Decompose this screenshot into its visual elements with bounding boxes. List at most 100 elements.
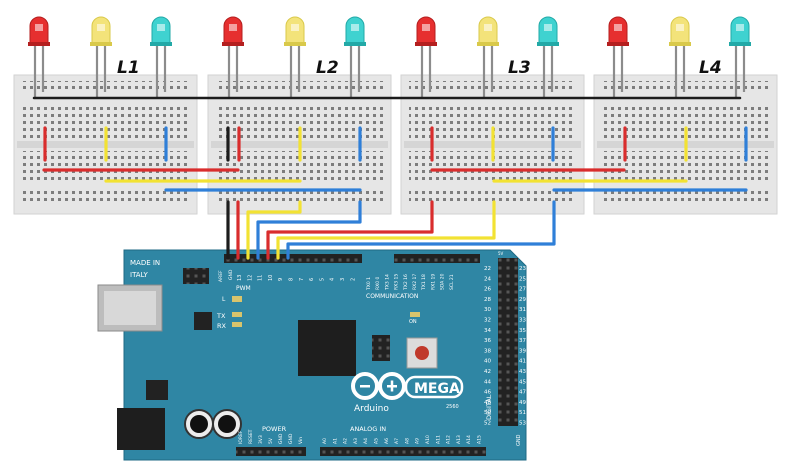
pwm-pin-label: 6 [309, 278, 315, 281]
pin11-wire [256, 200, 362, 260]
digital-pin-label: 27 [519, 287, 526, 293]
analog-pin-label: A12 [446, 435, 452, 444]
digital-pin-label: 23 [519, 266, 526, 272]
made-in-text: MADE IN [130, 259, 160, 267]
analog-pin-label: A5 [374, 438, 380, 444]
digital-pin-label: 37 [519, 338, 526, 344]
analog-pin-label: A0 [322, 438, 328, 444]
power-pin-label: 5V [268, 437, 274, 444]
digital-label: DIGITAL [485, 394, 493, 420]
led-icon [284, 16, 306, 97]
digital-pin-label: 26 [484, 287, 491, 293]
pwm-pin-label: 9 [278, 278, 284, 281]
model-text: MEGA [414, 381, 460, 397]
analog-in-label: ANALOG IN [350, 425, 386, 433]
comm-pin-label: TX0 1 [366, 277, 372, 291]
label-l4: L4 [699, 58, 722, 78]
digital-pin-label: 25 [519, 276, 526, 282]
comm-pin-label: RX3 15 [394, 274, 400, 290]
digital-pin-label: 45 [519, 379, 526, 385]
digital-pin-label: 28 [484, 297, 491, 303]
analog-pin-label: A7 [394, 438, 400, 444]
digital-pin-label: 44 [484, 379, 491, 385]
digital-pin-label: 31 [519, 307, 526, 313]
led-icon [607, 16, 629, 97]
digital-pin-label: 46 [484, 390, 491, 396]
digital-pin-label: 52 [484, 421, 491, 427]
led-icon [344, 16, 366, 97]
power-pin-label: GND [288, 433, 294, 444]
top-5v-label: 5V [498, 251, 504, 256]
gnd-label: GND [228, 269, 234, 280]
digital-pin-label: 51 [519, 410, 526, 416]
pwm-pin-label: 7 [299, 278, 305, 281]
header-pwm [224, 254, 362, 263]
comm-pin-label: TX2 16 [403, 274, 409, 291]
power-pin-label: 3V3 [258, 435, 264, 444]
label-l3: L3 [508, 58, 531, 78]
analog-pin-label: A13 [456, 435, 462, 444]
pin10-wire [266, 200, 434, 260]
communication-label: COMMUNICATION [366, 293, 418, 300]
main-chip [298, 320, 356, 376]
power-pin-label: Vin [298, 437, 304, 444]
digital-pin-label: 34 [484, 328, 491, 334]
pwm-pin-label: 2 [350, 278, 356, 281]
rx-label: RX [217, 322, 227, 330]
analog-pin-label: A11 [435, 435, 441, 444]
pin9-wire [276, 200, 496, 260]
led-icon [90, 16, 112, 97]
year-text: 2560 [446, 404, 459, 410]
digital-pin-label: 22 [484, 266, 491, 272]
digital-pin-label: 35 [519, 328, 526, 334]
digital-pin-label: 43 [519, 369, 526, 375]
arduino-logo-icon [351, 372, 406, 400]
comm-pin-label: RX1 19 [430, 274, 436, 290]
led-icon [729, 16, 751, 97]
pin8-wire [286, 200, 556, 260]
digital-pin-label: 53 [519, 421, 526, 427]
digital-pin-label: 32 [484, 318, 491, 324]
pwm-pin-label: 4 [330, 278, 336, 281]
pwm-pin-label: 12 [247, 275, 253, 281]
label-l1: L1 [117, 58, 140, 78]
analog-pin-label: A1 [332, 438, 338, 444]
arduino-mega-board: MADE IN ITALY AREF GND PWM L TX RX ON CO… [97, 249, 527, 461]
analog-pin-label: A6 [384, 438, 390, 444]
digital-pin-label: 36 [484, 338, 491, 344]
pwm-pin-label: 13 [237, 275, 243, 281]
power-label: POWER [262, 425, 287, 433]
power-pin-label: RESET [248, 429, 254, 444]
led-icon [415, 16, 437, 97]
digital-pin-label: 24 [484, 276, 491, 282]
label-l2: L2 [316, 58, 339, 78]
analog-pin-label: A4 [363, 438, 369, 444]
analog-pin-label: A3 [353, 438, 359, 444]
analog-pin-label: A2 [343, 438, 349, 444]
digital-pin-label: 42 [484, 369, 491, 375]
comm-pin-label: TX3 14 [384, 274, 390, 291]
led-icon [537, 16, 559, 97]
digital-pin-label: 39 [519, 348, 526, 354]
pwm-pin-label: 10 [268, 275, 274, 281]
gnd-right-label: GND [516, 434, 522, 446]
digital-pin-label: 47 [519, 390, 526, 396]
digital-pin-label: 29 [519, 297, 526, 303]
header-power [236, 447, 306, 456]
analog-pin-label: A15 [477, 435, 483, 444]
tx-label: TX [216, 312, 226, 320]
led-icon [222, 16, 244, 97]
header-communication [394, 254, 480, 263]
led-icon [150, 16, 172, 97]
l-led-label: L [222, 296, 226, 303]
power-pin-label: IOREF [238, 430, 244, 444]
digital-pin-label: 48 [484, 400, 491, 406]
led-icon [669, 16, 691, 97]
on-label: ON [409, 319, 417, 325]
digital-pin-label: 40 [484, 359, 491, 365]
brand-text: Arduino [354, 404, 389, 414]
analog-pin-label: A8 [404, 438, 410, 444]
wires [32, 96, 748, 260]
